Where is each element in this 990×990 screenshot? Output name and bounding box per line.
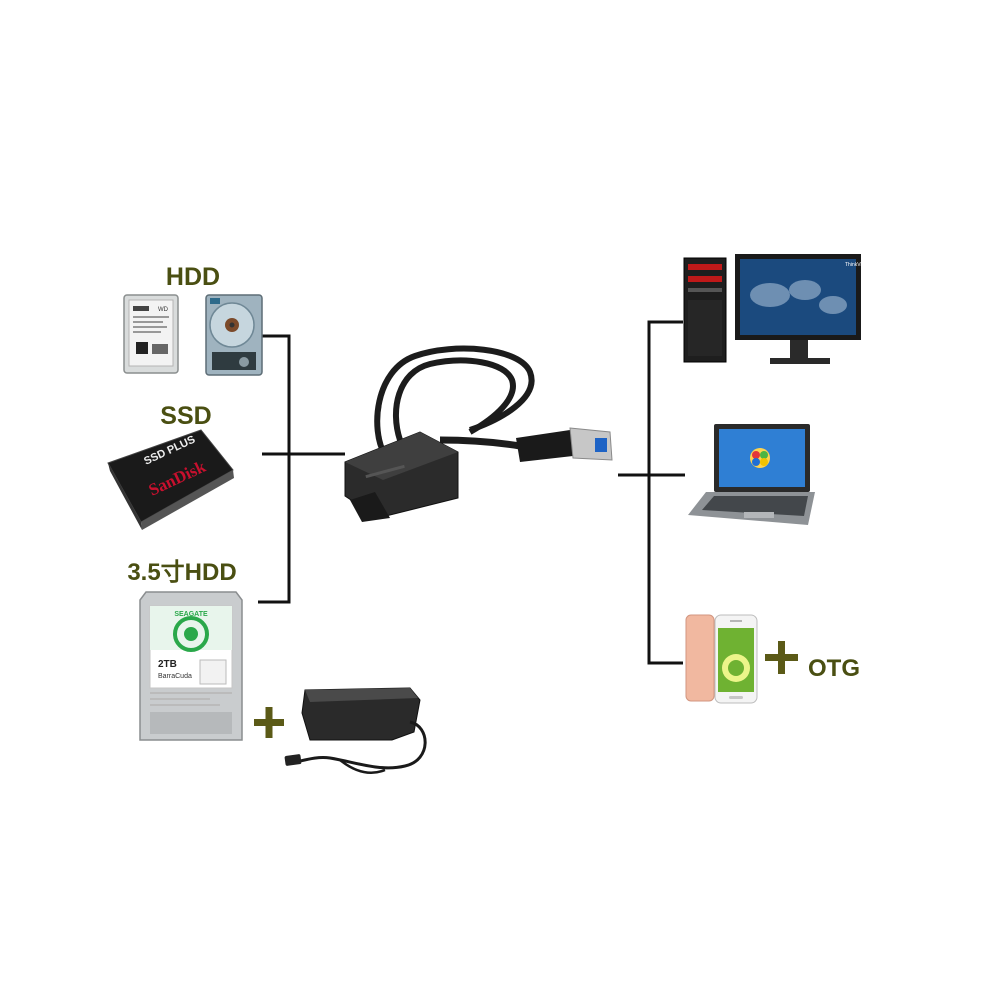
hdd-25-platter-icon bbox=[205, 294, 263, 376]
monitor-brand-text: ThinkVision bbox=[845, 262, 871, 268]
otg-label: OTG bbox=[808, 655, 860, 682]
monitor-icon: ThinkVision bbox=[735, 254, 871, 364]
desktop-pc-icon bbox=[683, 257, 727, 363]
plus-otg-icon bbox=[765, 641, 798, 674]
hdd-label: HDD bbox=[166, 263, 220, 291]
plus-power-icon bbox=[254, 707, 284, 738]
ssd-label: SSD bbox=[160, 402, 211, 430]
hdd35-label: 3.5寸HDD bbox=[127, 559, 236, 586]
smartphone-icon bbox=[685, 614, 758, 704]
ssd-icon: SSD PLUS SanDisk bbox=[107, 429, 234, 530]
laptop-icon bbox=[688, 424, 815, 525]
right-bracket-lines bbox=[618, 320, 685, 665]
hdd35-model-text: BarraCuda bbox=[158, 673, 192, 680]
hdd-25-label-side-icon: WD bbox=[123, 294, 179, 374]
hdd35-brand-text: SEAGATE bbox=[174, 611, 208, 618]
left-bracket-lines bbox=[258, 334, 345, 604]
sata-usb-adapter-icon bbox=[344, 345, 613, 522]
hdd-35-icon: SEAGATE 2TB BarraCuda bbox=[139, 591, 243, 741]
hdd-brand-text: WD bbox=[158, 307, 169, 313]
hdd35-capacity-text: 2TB bbox=[158, 659, 177, 670]
power-adapter-icon bbox=[284, 687, 427, 774]
